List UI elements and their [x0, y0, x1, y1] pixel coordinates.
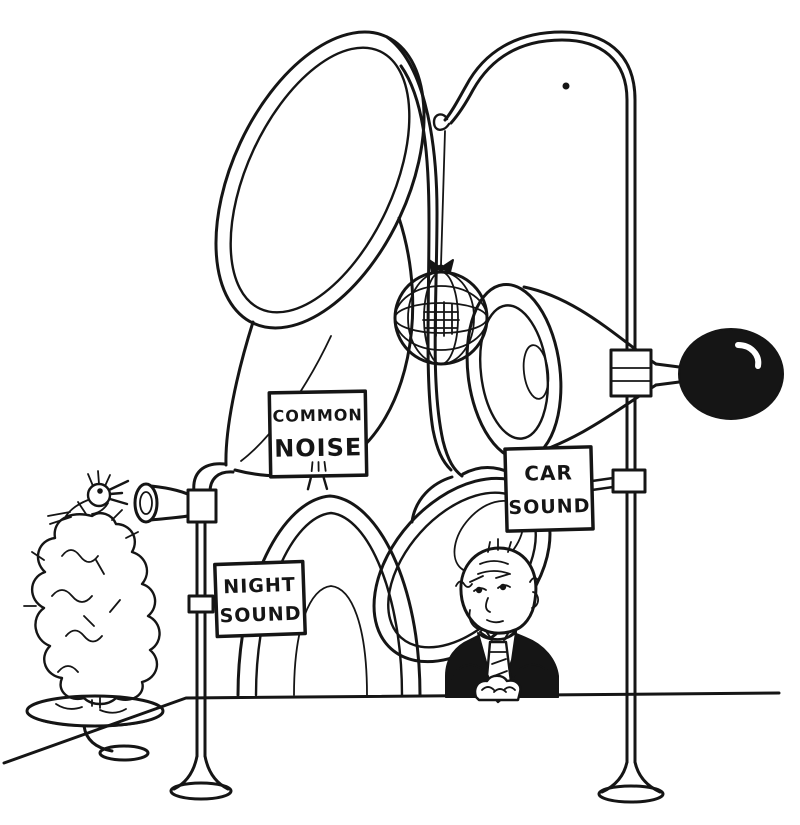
pipe-coupling-lines [610, 367, 652, 382]
bush-outline [30, 512, 161, 706]
ground-ledge [2, 691, 781, 765]
table-underside [26, 712, 164, 728]
bulb-horn [465, 282, 784, 462]
gooseneck-stand [432, 30, 665, 804]
bulb-highlight [735, 342, 762, 369]
right-foot-base [597, 784, 665, 804]
bird-horn-mouth-inner [139, 491, 153, 515]
sign-link [590, 476, 615, 492]
giant-horn-mouth-inner [229, 46, 411, 314]
songbird [47, 470, 130, 525]
bird-head [86, 482, 112, 508]
man-fingers [481, 686, 516, 693]
car-sound-board [503, 445, 595, 533]
table-marks [55, 703, 127, 714]
common-noise-line1: COMMON [272, 405, 363, 426]
common-noise-hanger [306, 476, 329, 491]
table-foot [98, 744, 150, 762]
bird-horn-mouth-outer [133, 482, 159, 524]
bird-body-tail [47, 499, 109, 525]
man-head [459, 546, 538, 635]
left-pole [195, 520, 207, 758]
bulb-horn-throat [522, 344, 550, 400]
gooseneck-pole [443, 30, 637, 764]
sign-collar [611, 468, 647, 494]
arch-throat [293, 585, 368, 696]
night-sound-line1: NIGHT [223, 574, 296, 599]
ball-meridian-2 [407, 271, 475, 365]
man-hair [455, 538, 539, 588]
left-foot-base [169, 781, 233, 801]
night-sound-line2: SOUND [219, 603, 302, 628]
left-pole-collar [187, 594, 215, 614]
ball-parallel-2 [394, 285, 488, 351]
common-noise-line2: NOISE [274, 433, 363, 463]
ball-knot [437, 264, 445, 272]
ball-bow [428, 259, 454, 273]
bush-twigs [23, 501, 139, 709]
man-nose-mouth-ear [468, 591, 540, 630]
car-sound-line1: CAR [524, 460, 573, 485]
pole-hook [432, 113, 451, 131]
man-hands [473, 674, 522, 702]
bird-eye [97, 488, 103, 494]
ink-speck [562, 82, 570, 90]
tie-knot-and-stripes [489, 651, 508, 687]
common-noise-ticks [310, 460, 327, 473]
ledge-line [2, 691, 781, 765]
giant-horn-mouth-outer [214, 30, 426, 330]
listening-man [445, 538, 559, 704]
common-noise-sign: COMMON NOISE [267, 389, 369, 491]
giant-horn-elbow [192, 462, 235, 494]
bird-crest [87, 470, 111, 487]
hanging-ball [393, 130, 489, 366]
left-stand [133, 482, 233, 801]
man-right-sleeve [509, 663, 559, 698]
car-sound-line2: SOUND [508, 495, 590, 519]
left-pipe-joint [186, 488, 218, 524]
man-eyelids [473, 584, 511, 592]
night-sound-sign: NIGHT SOUND [213, 559, 307, 639]
pedestal-table [25, 694, 165, 762]
man-forehead-wrinkles [477, 560, 511, 575]
table-stem [82, 724, 114, 753]
bush-inner-squiggles [51, 549, 121, 673]
man-eyebrows [469, 573, 510, 583]
overhead-horn-tube [385, 35, 464, 478]
pipe-coupling [609, 348, 653, 398]
ball-string [440, 130, 446, 266]
car-sound-sign: CAR SOUND [503, 445, 595, 533]
topiary-bush [23, 501, 161, 709]
bird-beak [107, 479, 130, 506]
rubber-bulb [678, 328, 784, 420]
night-sound-board [213, 559, 307, 639]
common-noise-board [267, 389, 369, 479]
ball-crosshatch-patch [422, 301, 460, 337]
giant-horn-body-left [224, 320, 255, 467]
